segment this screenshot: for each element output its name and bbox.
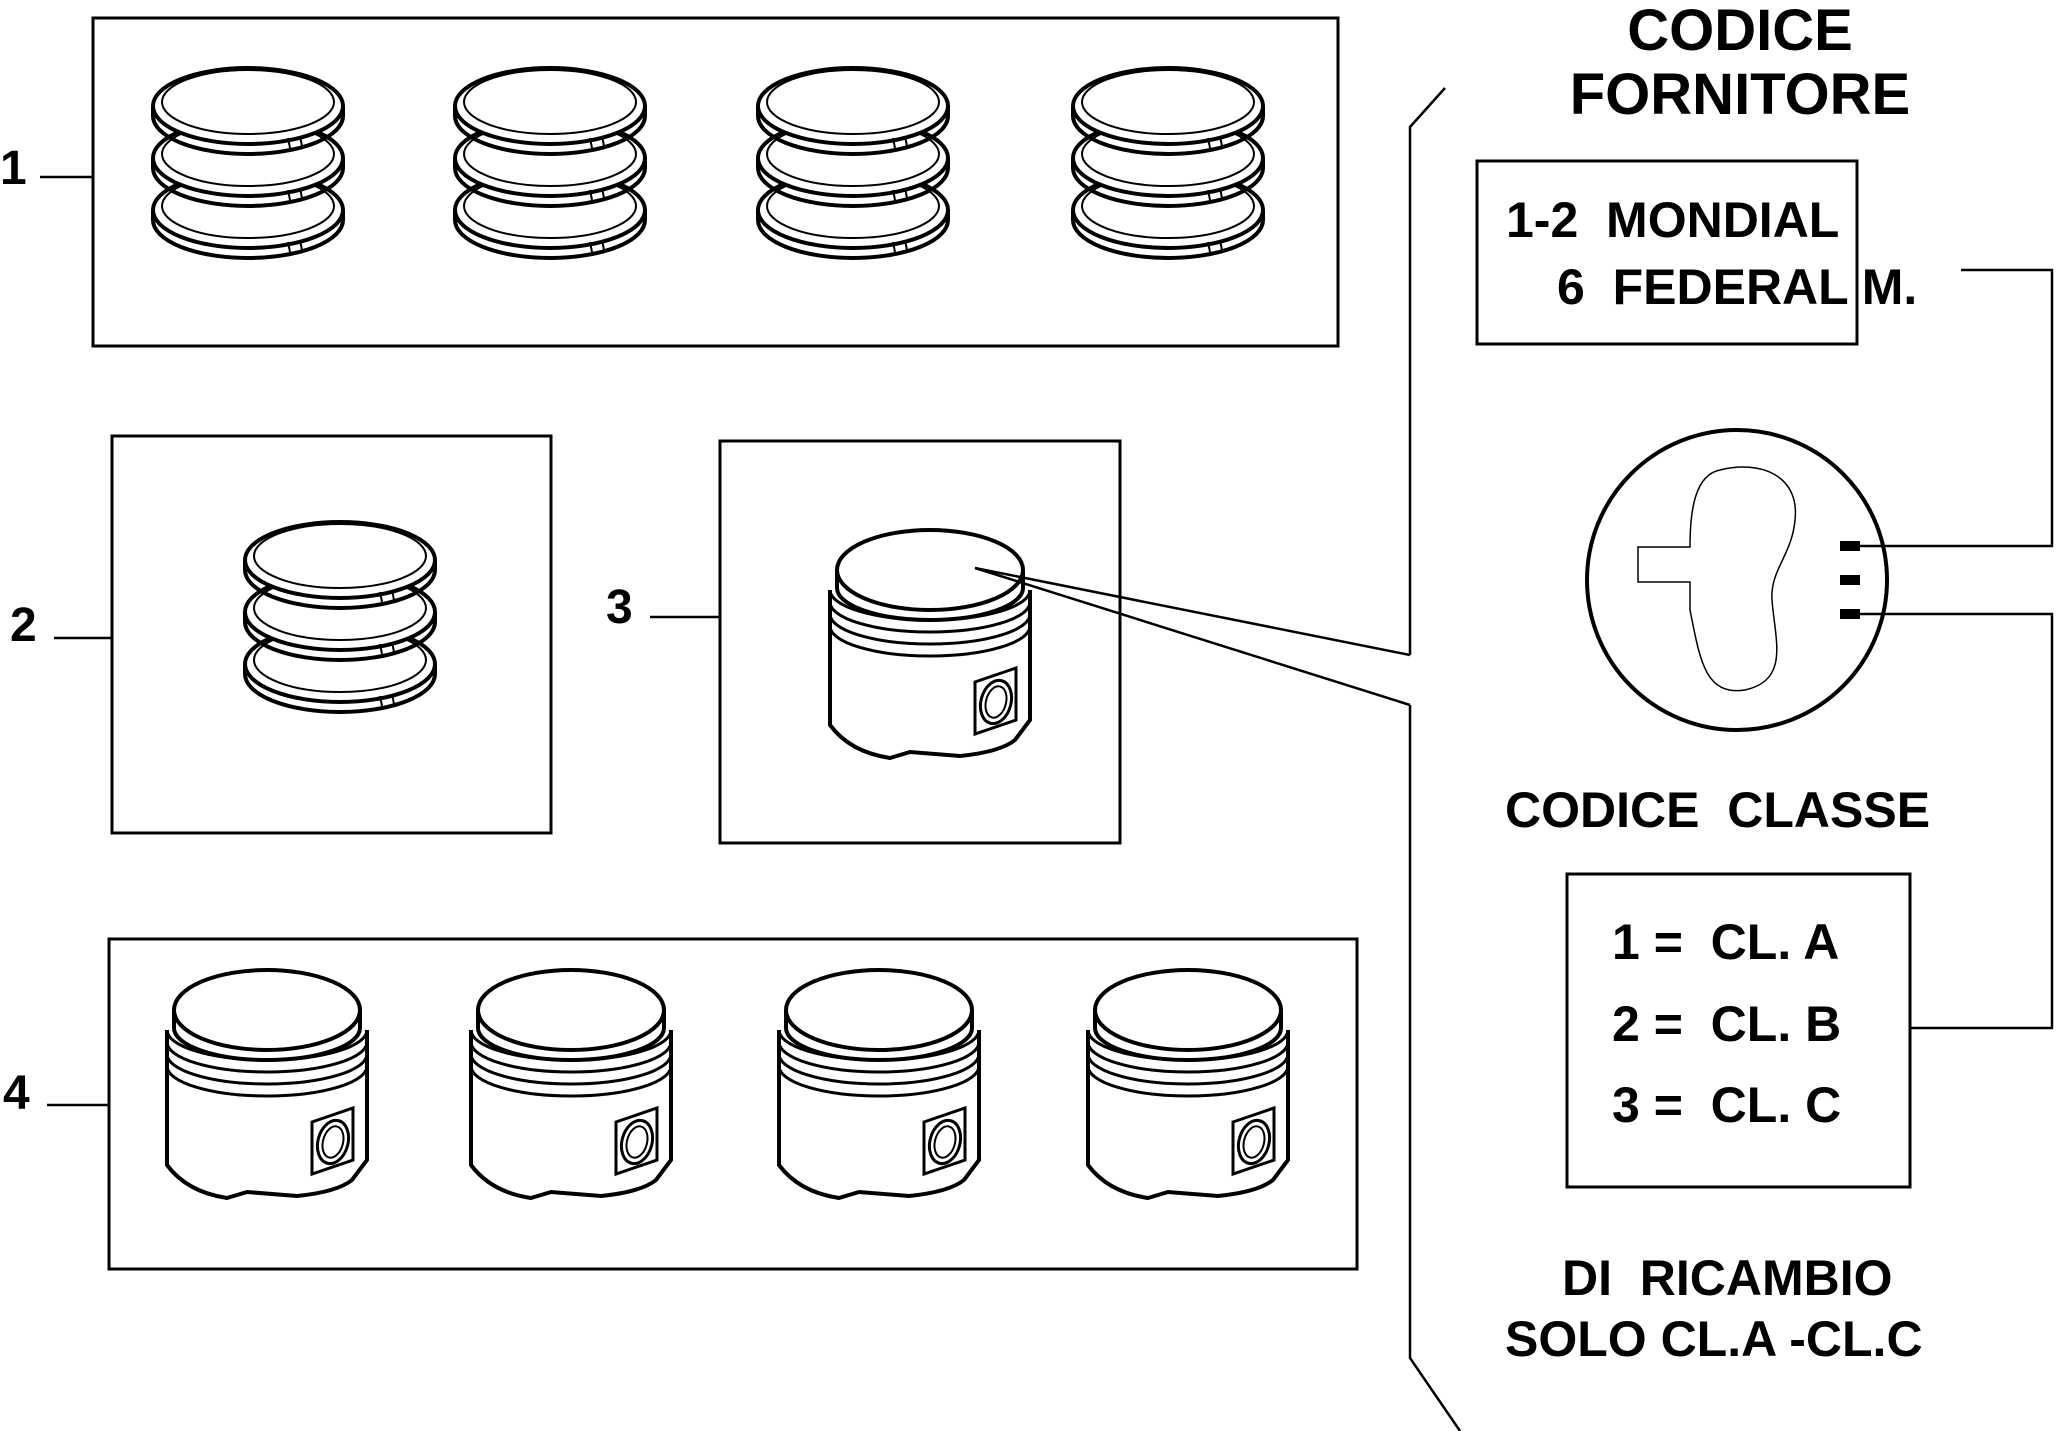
class-code-title: CODICE CLASSE (1505, 782, 1931, 838)
callout-4: 4 (3, 1067, 30, 1120)
class-code-box (1565, 872, 1912, 1189)
supplier-entry-1: 1-2 MONDIAL (1506, 192, 1840, 248)
class-entry-2: 2 = CL. B (1612, 996, 1842, 1052)
supplier-entry-2: 6 FEDERAL M. (1557, 259, 1918, 315)
piston-1 (165, 968, 369, 1200)
pistons-box (47, 937, 1359, 1271)
class-entry-1: 1 = CL. A (1612, 914, 1840, 970)
class-entry-3: 3 = CL. C (1612, 1077, 1842, 1133)
supplier-title-line2: FORNITORE (1569, 62, 1911, 127)
piston-2 (469, 968, 673, 1200)
piston-3 (777, 968, 981, 1200)
magnification-lines (974, 87, 1462, 1431)
piston-crown-detail (1585, 428, 1889, 732)
ring-set-3 (758, 68, 948, 258)
class-mark-1 (1840, 541, 1860, 551)
single-ring-set-box (54, 434, 553, 835)
spare-note-line1: DI RICAMBIO (1562, 1250, 1893, 1306)
class-mark-3 (1840, 609, 1860, 619)
callout-3: 3 (606, 581, 633, 634)
class-mark-2 (1840, 575, 1860, 585)
piston-4 (1086, 968, 1290, 1200)
piston-single (828, 528, 1032, 760)
ring-set-single (245, 522, 435, 712)
ring-set-2 (455, 68, 645, 258)
ring-sets-box (40, 16, 1340, 348)
callout-1: 1 (0, 142, 27, 195)
leader-lines (1860, 268, 2054, 1030)
ring-set-4 (1073, 68, 1263, 258)
supplier-code-box (1475, 159, 1859, 346)
supplier-title-line1: CODICE (1627, 0, 1853, 63)
spare-note-line2: SOLO CL.A -CL.C (1505, 1311, 1923, 1367)
single-piston-box (650, 439, 1122, 845)
ring-set-1 (153, 68, 343, 258)
callout-2: 2 (10, 599, 37, 652)
